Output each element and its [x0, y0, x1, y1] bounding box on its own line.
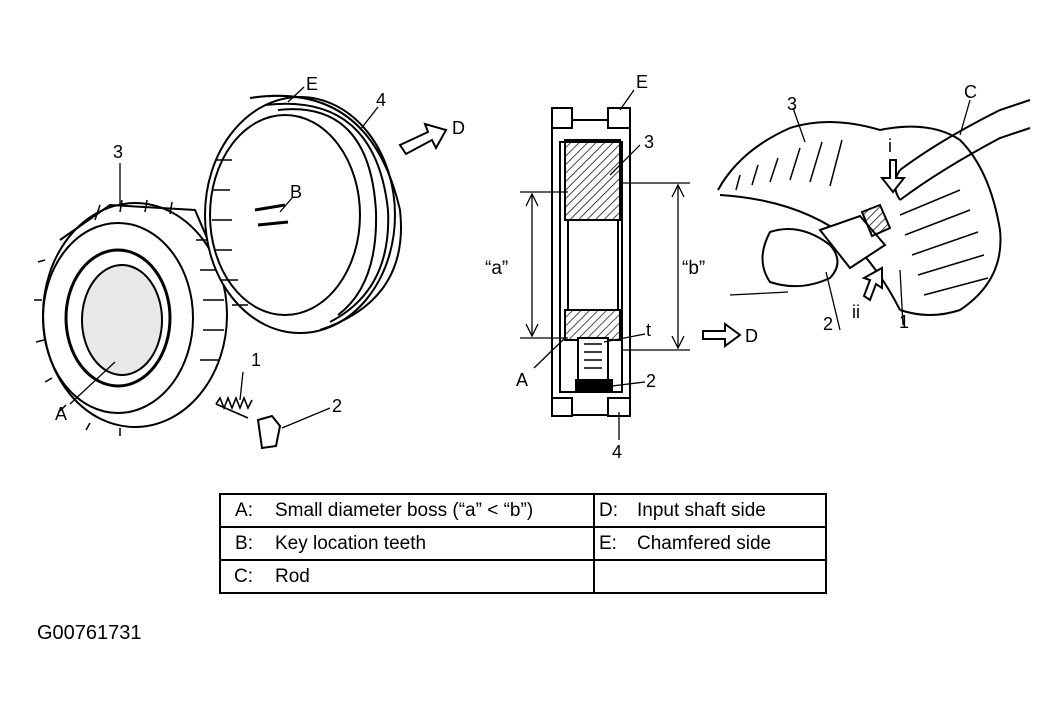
legend-cell: A: Small diameter boss (“a” < “b”): [219, 493, 595, 528]
diagram-figure: 3 A 1 2 E 4 B D E 3 “a” “b” t A 2 4 D 3 …: [34, 72, 1031, 462]
legend-key: C:: [234, 565, 253, 587]
legend-text: Input shaft side: [637, 499, 766, 521]
callout-label: i: [888, 136, 892, 156]
callout-label: 4: [612, 442, 622, 462]
legend-cell: C: Rod: [219, 559, 595, 594]
synchronizer-hub: [34, 199, 228, 436]
callout-label: 1: [251, 350, 261, 370]
legend-cell: B: Key location teeth: [219, 526, 595, 561]
dimension-label: “a”: [485, 258, 508, 279]
legend-key: A:: [235, 499, 253, 521]
callout-label: 2: [332, 396, 342, 416]
callout-label: C: [964, 82, 977, 102]
direction-arrow-icon: [879, 159, 907, 194]
callout-label: t: [646, 320, 651, 340]
callout-label: A: [55, 404, 67, 424]
legend-cell: [593, 559, 827, 594]
direction-arrow-icon: [398, 122, 448, 156]
direction-arrow-icon: [702, 322, 742, 348]
callout-label: 2: [646, 371, 656, 391]
callout-label: E: [636, 72, 648, 92]
legend-text: Key location teeth: [275, 532, 427, 554]
direction-arrow-icon: [861, 266, 883, 302]
callout-label: D: [452, 118, 465, 138]
callout-label: 3: [644, 132, 654, 152]
legend-key: D:: [599, 499, 618, 521]
assembly-detail-view: [717, 99, 1031, 316]
legend-cell: D: Input shaft side: [593, 493, 827, 528]
legend-key: B:: [235, 532, 253, 554]
legend-table: A: Small diameter boss (“a” < “b”) D: Inpu…: [219, 493, 827, 594]
synchronizer-sleeve: [204, 94, 402, 334]
callout-label: 4: [376, 90, 386, 110]
callout-label: ii: [852, 302, 860, 322]
legend-cell: E: Chamfered side: [593, 526, 827, 561]
callout-label: 3: [113, 142, 123, 162]
legend-text: Rod: [275, 565, 310, 587]
legend-text: Chamfered side: [637, 532, 772, 554]
cross-section-view: [551, 107, 631, 417]
dimension-label: “b”: [682, 258, 705, 279]
legend-key: E:: [599, 532, 617, 554]
spring-part: [215, 395, 253, 419]
callout-label: A: [516, 370, 528, 390]
callout-label: D: [745, 326, 758, 346]
callout-label: B: [290, 182, 302, 202]
callout-label: 2: [823, 314, 833, 334]
callout-label: E: [306, 74, 318, 94]
legend-text: Small diameter boss (“a” < “b”): [275, 499, 534, 521]
callout-label: 3: [787, 94, 797, 114]
figure-code: G00761731: [37, 622, 142, 644]
table-row: C: Rod: [219, 559, 827, 594]
callout-label: 1: [899, 312, 909, 332]
table-row: B: Key location teeth E: Chamfered side: [219, 526, 827, 561]
table-row: A: Small diameter boss (“a” < “b”) D: Inpu…: [219, 493, 827, 528]
shifting-key-part: [256, 414, 282, 450]
